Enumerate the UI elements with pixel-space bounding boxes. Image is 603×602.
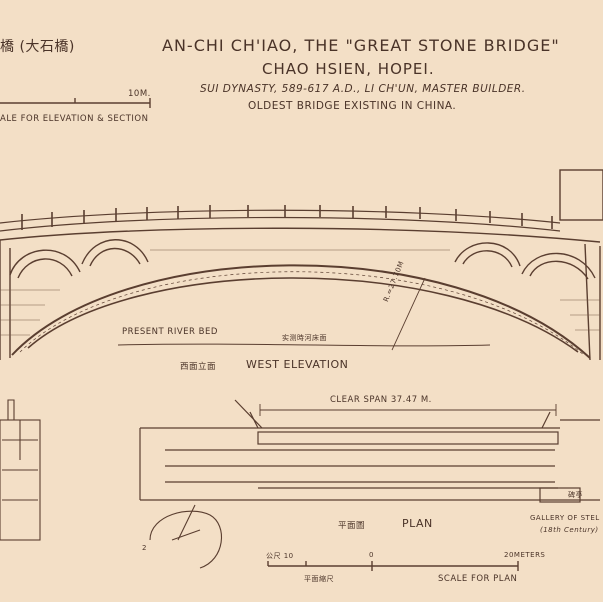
plan-scale-bar [267, 561, 519, 571]
elevation-scale-end-label: 10M. [128, 89, 151, 99]
title-line-3: SUI DYNASTY, 589-617 A.D., LI CH'UN, MAS… [200, 83, 526, 95]
clear-span-label: CLEAR SPAN 37.47 M. [330, 395, 432, 405]
main-arch-inner [27, 277, 579, 353]
chinese-title: 橋 (大石橋) [0, 39, 75, 55]
bridge-balustrade [0, 205, 561, 232]
spandrel-arches-right [454, 242, 596, 280]
north-arrow-label: 2 [142, 544, 147, 552]
spandrel-arches-left [9, 239, 149, 279]
elevation-caption: WEST ELEVATION [246, 358, 349, 371]
plan-scale-right-label: 20METERS [504, 551, 546, 559]
stele-label-line-1: GALLERY OF STEL [530, 514, 600, 522]
plan-drawing [139, 399, 600, 503]
left-section-drawing [0, 399, 41, 541]
river-bed-label-cn: 实测時河床面 [282, 334, 327, 342]
elevation-caption-cn: 西面立面 [180, 362, 217, 372]
title-line-4: OLDEST BRIDGE EXISTING IN CHINA. [248, 100, 457, 112]
plan-scale-mid-label: 0 [369, 551, 374, 559]
plan-scale-left-label: 公尺 10 [266, 552, 294, 560]
plan-scale-caption-cn: 平面縮尺 [304, 575, 334, 583]
radius-line [391, 277, 426, 351]
clear-span-dimension [259, 404, 557, 416]
right-abutment [584, 243, 601, 361]
main-arch-outer [11, 264, 591, 359]
plan-caption-cn: 平面圖 [338, 521, 366, 531]
plan-caption: PLAN [402, 517, 433, 530]
river-bed-line [117, 343, 491, 347]
title-line-2: CHAO HSIEN, HOPEI. [262, 60, 435, 78]
stele-label-line-2: (18th Century) [540, 526, 599, 534]
stele-label-cn: 碑亭 [568, 491, 583, 499]
north-arrow [149, 504, 223, 569]
elevation-scale-bar [0, 98, 151, 108]
plan-scale-caption: SCALE FOR PLAN [438, 574, 518, 584]
bridge-deck [0, 227, 601, 243]
title-line-1: AN-CHI CH'IAO, THE "GREAT STONE BRIDGE" [162, 36, 560, 55]
left-abutment [0, 240, 11, 360]
end-pavilion [559, 169, 603, 221]
river-bed-label: PRESENT RIVER BED [122, 327, 218, 337]
elevation-scale-caption: ALE FOR ELEVATION & SECTION [0, 114, 149, 124]
